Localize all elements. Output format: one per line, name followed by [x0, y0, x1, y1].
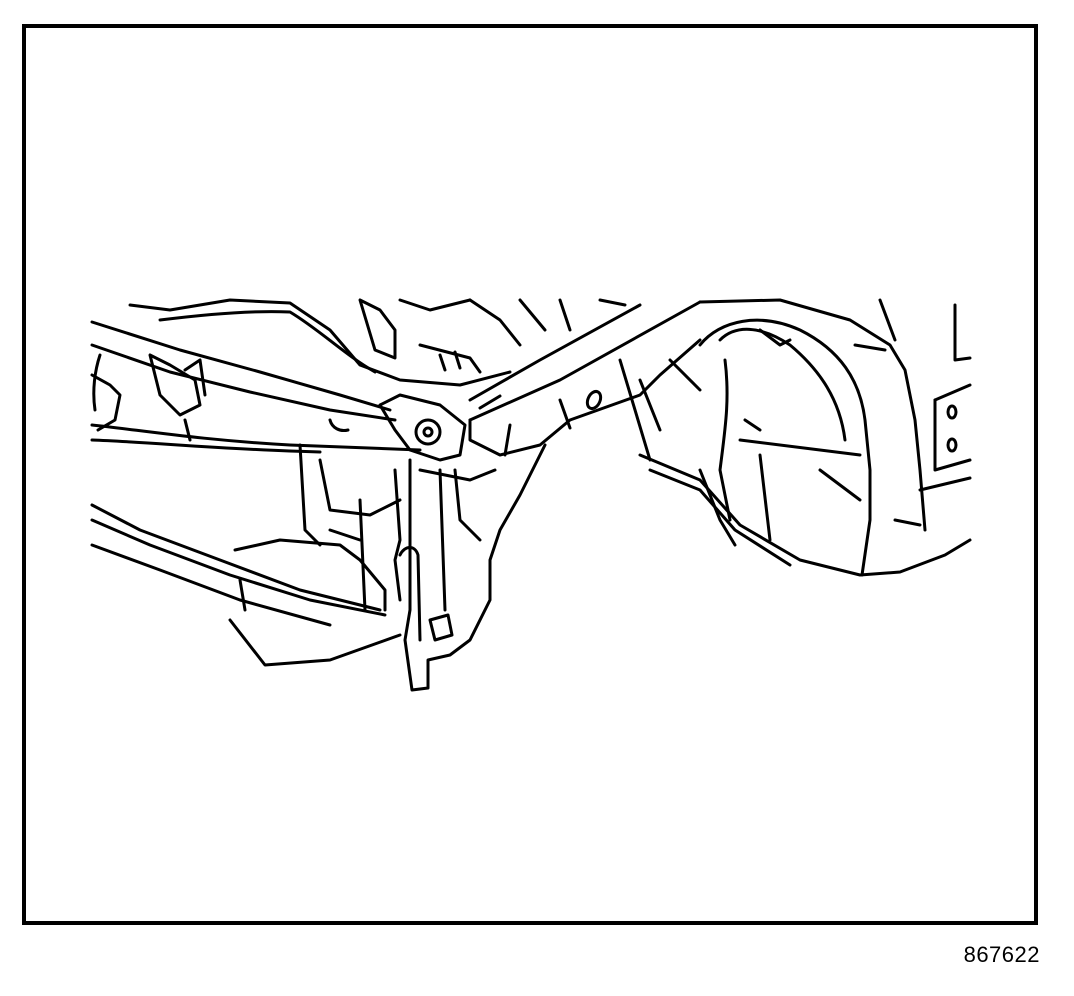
- illustration-frame: [22, 24, 1038, 925]
- upper-rail-left: [90, 320, 422, 454]
- wheelhouse: [638, 298, 972, 577]
- mount-bracket: [328, 393, 467, 462]
- cowl-panel: [128, 298, 627, 387]
- apron-strut: [393, 443, 547, 692]
- rear-panel: [918, 303, 972, 492]
- hole-upper: [946, 404, 958, 420]
- lower-rail-left: [90, 443, 402, 667]
- diagonal-rail: [468, 300, 702, 462]
- hole-lower: [946, 437, 958, 453]
- bolt-icon: [414, 418, 442, 446]
- figure-number: 867622: [963, 942, 1040, 967]
